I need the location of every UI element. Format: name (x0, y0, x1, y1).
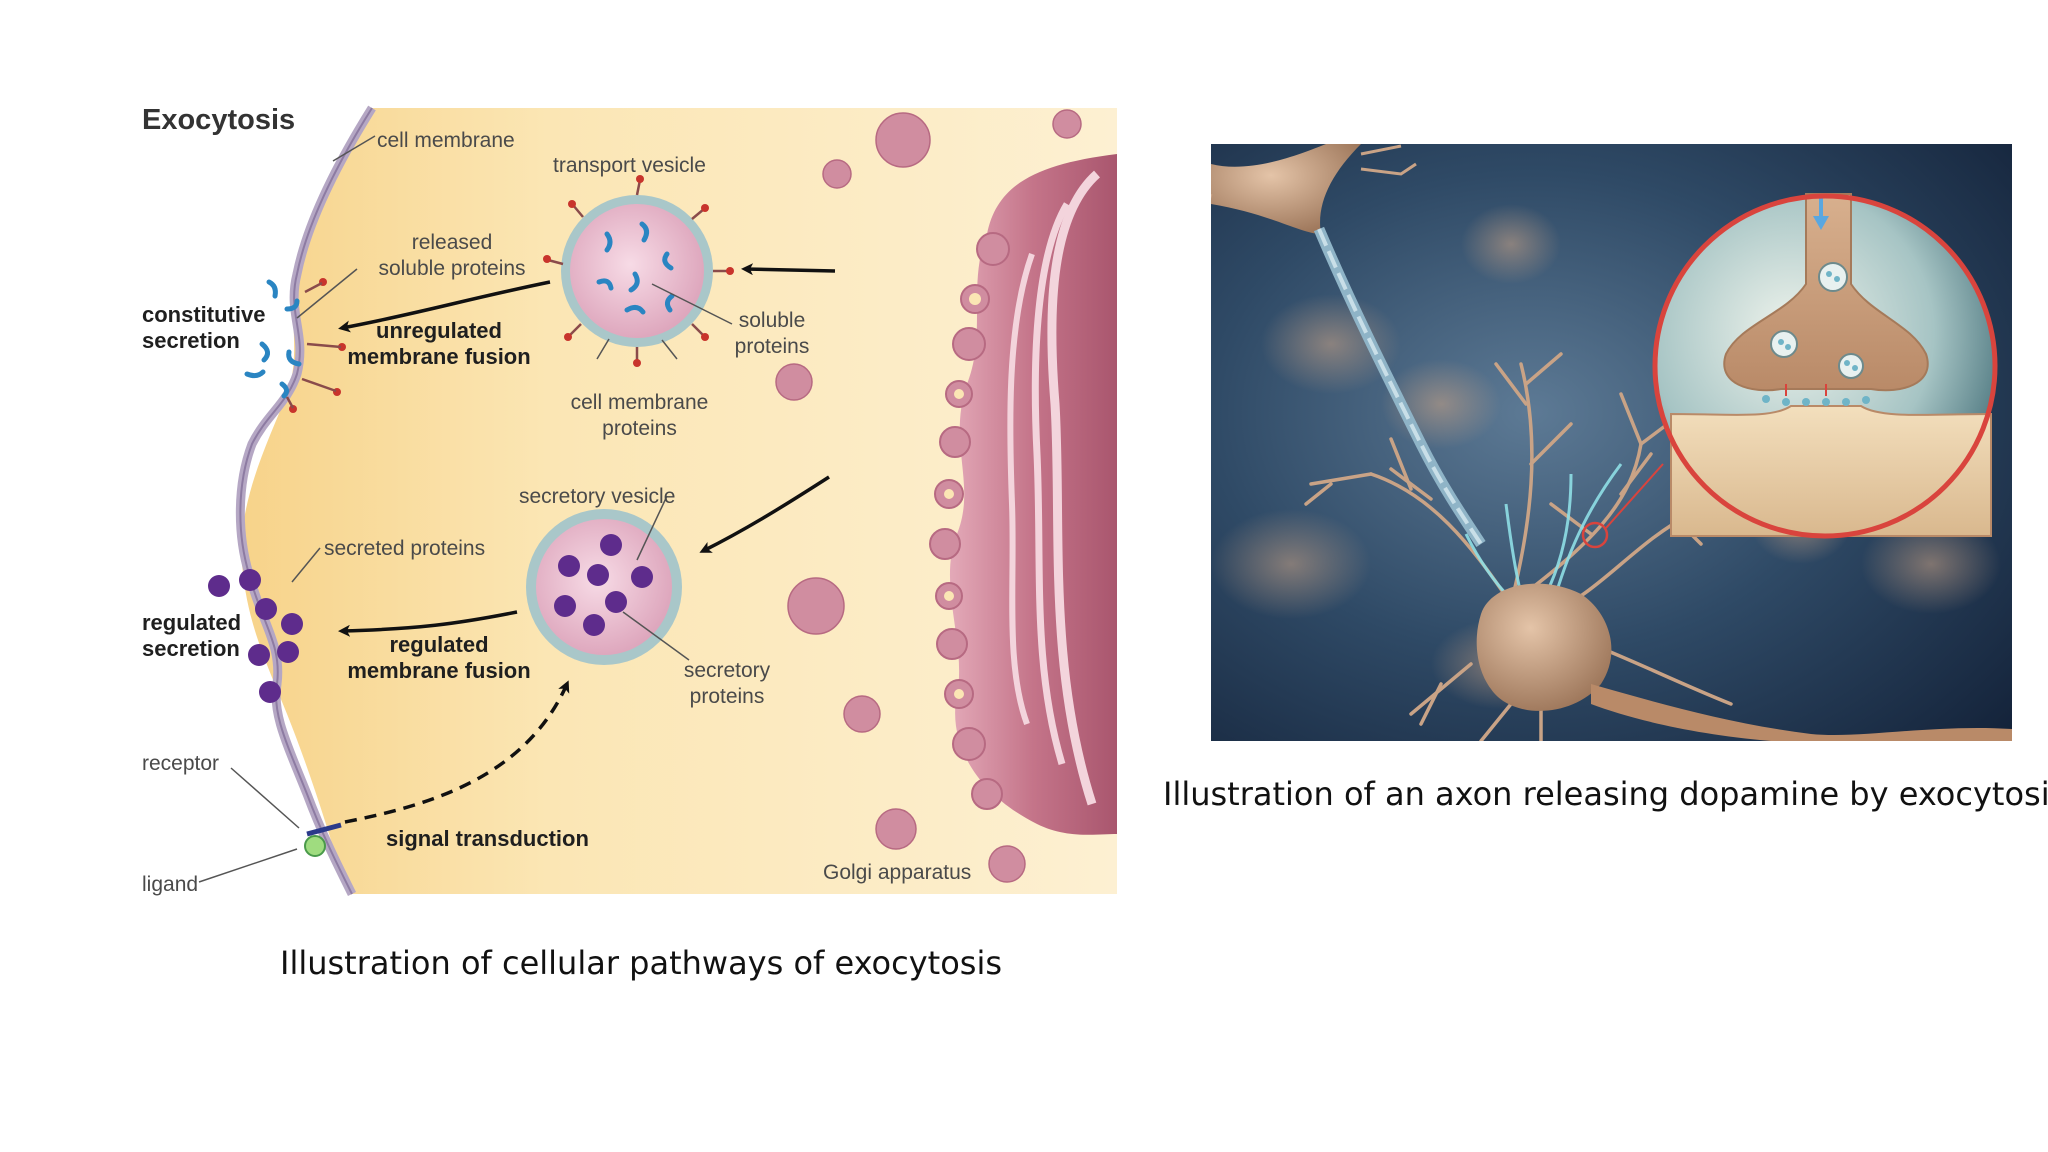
label-golgi-apparatus: Golgi apparatus (823, 861, 972, 884)
upper-neuron (1211, 144, 1486, 548)
secretory-vesicle (526, 509, 682, 665)
label-signal-transduction: signal transduction (386, 826, 589, 851)
secreted-proteins (208, 569, 303, 703)
label-cell-membrane: cell membrane (377, 129, 515, 152)
label-released-soluble-proteins: released soluble proteins (378, 231, 526, 280)
label-secretory-proteins: secretory proteins (683, 659, 771, 708)
membrane-protein-dots (289, 278, 346, 413)
transport-vesicle (543, 175, 734, 367)
label-regulated-membrane-fusion: regulated membrane fusion (347, 632, 531, 683)
caption-axon-dopamine: Illustration of an axon releasing dopami… (1163, 775, 2048, 813)
neuron-soma (1476, 583, 1612, 711)
exocytosis-artwork (198, 105, 1117, 897)
label-unregulated-membrane-fusion: unregulated membrane fusion (347, 318, 531, 369)
neuron-illustration (1211, 144, 2012, 741)
label-constitutive-secretion: constitutive secretion (142, 302, 266, 353)
label-secreted-proteins: secreted proteins (324, 537, 486, 560)
receptor-ligand (304, 822, 342, 857)
golgi-apparatus (929, 154, 1117, 835)
label-secretory-vesicle: secretory vesicle (519, 485, 676, 508)
exocytosis-diagram: Exocytosis cell membrane transport vesic… (137, 104, 1117, 900)
synapse-magnifier (1652, 193, 1998, 539)
diagram-title: Exocytosis (142, 104, 296, 136)
golgi-vesicles (775, 109, 1082, 883)
label-receptor: receptor (142, 752, 220, 775)
label-transport-vesicle: transport vesicle (553, 154, 706, 177)
label-ligand: ligand (142, 873, 199, 896)
label-regulated-secretion: regulated secretion (142, 610, 242, 661)
released-soluble-proteins (244, 279, 302, 399)
synapse-target-marker (1581, 521, 1609, 549)
label-cell-membrane-proteins: cell membrane proteins (570, 391, 709, 440)
cytoplasm (241, 108, 1117, 894)
caption-exocytosis-pathways: Illustration of cellular pathways of exo… (280, 944, 1003, 982)
neuron-artwork (1211, 144, 2012, 741)
label-soluble-proteins: soluble proteins (734, 309, 810, 358)
